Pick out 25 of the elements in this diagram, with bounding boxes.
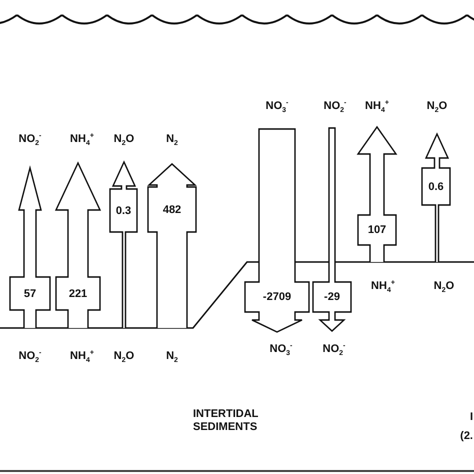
flux-value: 107	[368, 224, 386, 236]
downward-flux-shape	[312, 127, 352, 332]
upward-flux-shape	[147, 163, 197, 329]
label-text: N$_{2}$O	[426, 100, 448, 113]
label-text: N$_{2}$O	[434, 280, 454, 293]
flux-value: 221	[68, 288, 88, 300]
flux-value: -29	[324, 291, 340, 303]
flux-value: 0.3	[116, 204, 132, 216]
label-text: INTERTIDAL SEDIMENTS	[193, 408, 260, 434]
upward-flux-shape	[421, 133, 451, 263]
label-text: N$_{2}$O	[114, 133, 134, 146]
flux-value: 57	[24, 288, 36, 300]
upward-flux-shape	[357, 126, 397, 263]
label-text: (2.	[460, 430, 473, 443]
label-text: N$_{2}$	[166, 350, 178, 363]
upward-flux-shape	[9, 167, 51, 329]
label-text: N$_{2}$	[166, 133, 178, 146]
downward-flux-shape	[244, 128, 310, 333]
flux-value: 482	[162, 204, 182, 216]
upward-flux-shape	[109, 161, 138, 329]
label-text: N$_{2}$O	[114, 350, 134, 363]
label-text: I	[470, 411, 473, 424]
flux-value: -2709	[262, 291, 292, 303]
flux-value: 0.6	[428, 180, 444, 192]
upward-flux-shape	[55, 162, 101, 329]
